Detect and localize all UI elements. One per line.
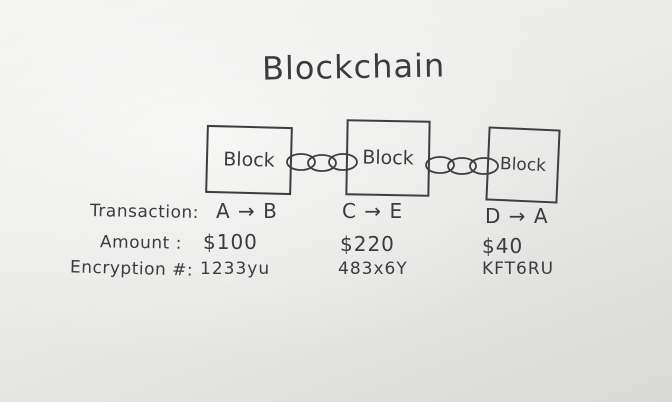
block-2-label: Block <box>362 146 414 170</box>
block-1: Block <box>205 124 293 196</box>
block-2: Block <box>345 119 431 197</box>
block-2-encryption: 483x6Y <box>338 259 408 279</box>
amount-label: Amount : <box>99 232 183 254</box>
encryption-label: Encryption #: <box>69 257 194 281</box>
block-3-transaction: D → A <box>485 204 549 228</box>
block-1-transaction: A → B <box>216 199 278 223</box>
block-3-label: Block <box>499 154 547 176</box>
chain-link-2-3 <box>425 156 499 175</box>
block-1-amount: $100 <box>203 230 258 254</box>
block-3: Block <box>485 126 561 204</box>
block-3-encryption: KFT6RU <box>482 259 555 279</box>
block-2-transaction: C → E <box>342 199 404 223</box>
chain-link-1-2 <box>286 153 358 172</box>
block-1-encryption: 1233yu <box>200 259 271 279</box>
block-3-amount: $40 <box>482 234 524 258</box>
block-1-label: Block <box>223 148 275 172</box>
transaction-label: Transaction: <box>89 201 200 223</box>
block-2-amount: $220 <box>340 232 395 256</box>
